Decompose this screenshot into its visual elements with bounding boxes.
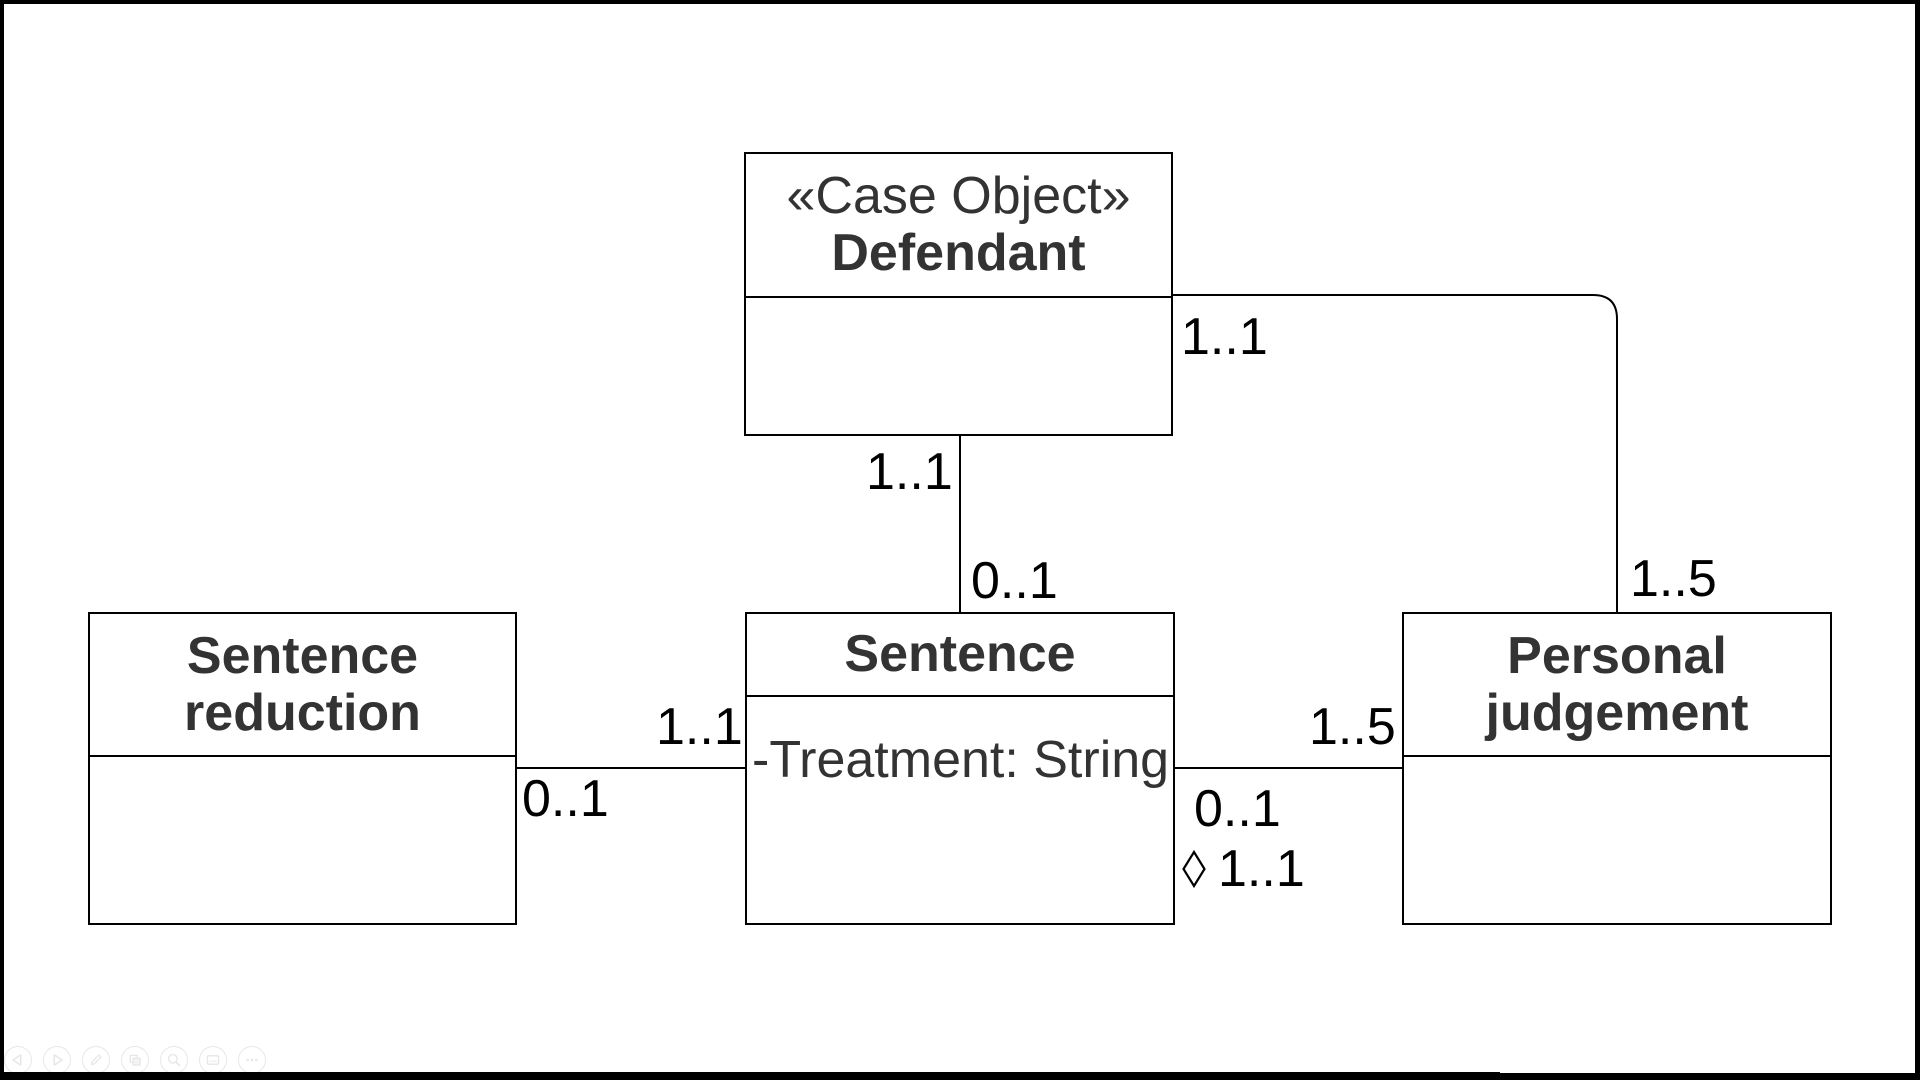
card-icon	[206, 1055, 220, 1065]
triangle-right-icon	[53, 1054, 63, 1066]
multiplicity-defendant-sentence-target: 0..1	[971, 552, 1058, 610]
zoom-button[interactable]	[160, 1046, 188, 1074]
multiplicity-sentence-reduction-sentence-source: 0..1	[522, 770, 609, 828]
multiplicity-sentence-reduction-sentence-target: 1..1	[656, 698, 743, 756]
multiplicity-defendant-personal-judgement-source: 1..1	[1181, 308, 1268, 366]
multiplicity-defendant-sentence-source: 1..1	[866, 443, 953, 501]
multiplicity-defendant-personal-judgement-target: 1..5	[1630, 550, 1717, 608]
more-button[interactable]	[238, 1046, 266, 1074]
pages-icon	[129, 1054, 141, 1066]
triangle-left-icon	[12, 1054, 22, 1066]
aggregation-diamond-icon	[1182, 850, 1206, 888]
horizontal-scrollbar[interactable]	[0, 1072, 1500, 1080]
class-sentence-reduction: Sentence reduction	[88, 612, 517, 925]
class-defendant-stereotype: «Case Object»	[786, 167, 1131, 225]
class-sentence: Sentence	[745, 612, 1175, 925]
multiplicity-sentence-personal-judgement-aggregation: 1..1	[1218, 840, 1305, 898]
multiplicity-sentence-personal-judgement-target: 1..5	[1309, 698, 1396, 756]
magnifier-icon	[167, 1053, 181, 1067]
ellipsis-icon	[246, 1058, 258, 1062]
class-personal-judgement-name: Personal judgement	[1485, 626, 1749, 742]
pencil-icon	[90, 1054, 102, 1066]
edge-defendant-personal-judgement	[1173, 294, 1618, 612]
class-defendant-name: Defendant	[831, 224, 1086, 282]
aggregation-label-row: 1..1	[1182, 842, 1305, 896]
edit-button[interactable]	[82, 1046, 110, 1074]
previous-page-button[interactable]	[4, 1046, 32, 1074]
next-page-button[interactable]	[43, 1046, 71, 1074]
class-sentence-reduction-name: Sentence reduction	[184, 626, 421, 742]
viewer-toolbar	[4, 1046, 266, 1074]
class-defendant: «Case Object» Defendant	[744, 152, 1173, 436]
multiplicity-sentence-personal-judgement-source: 0..1	[1194, 780, 1281, 838]
display-button[interactable]	[199, 1046, 227, 1074]
sentence-attribute-treatment: -Treatment: String	[752, 731, 1170, 789]
class-personal-judgement: Personal judgement	[1402, 612, 1832, 925]
copy-button[interactable]	[121, 1046, 149, 1074]
class-sentence-name: Sentence	[844, 625, 1076, 683]
